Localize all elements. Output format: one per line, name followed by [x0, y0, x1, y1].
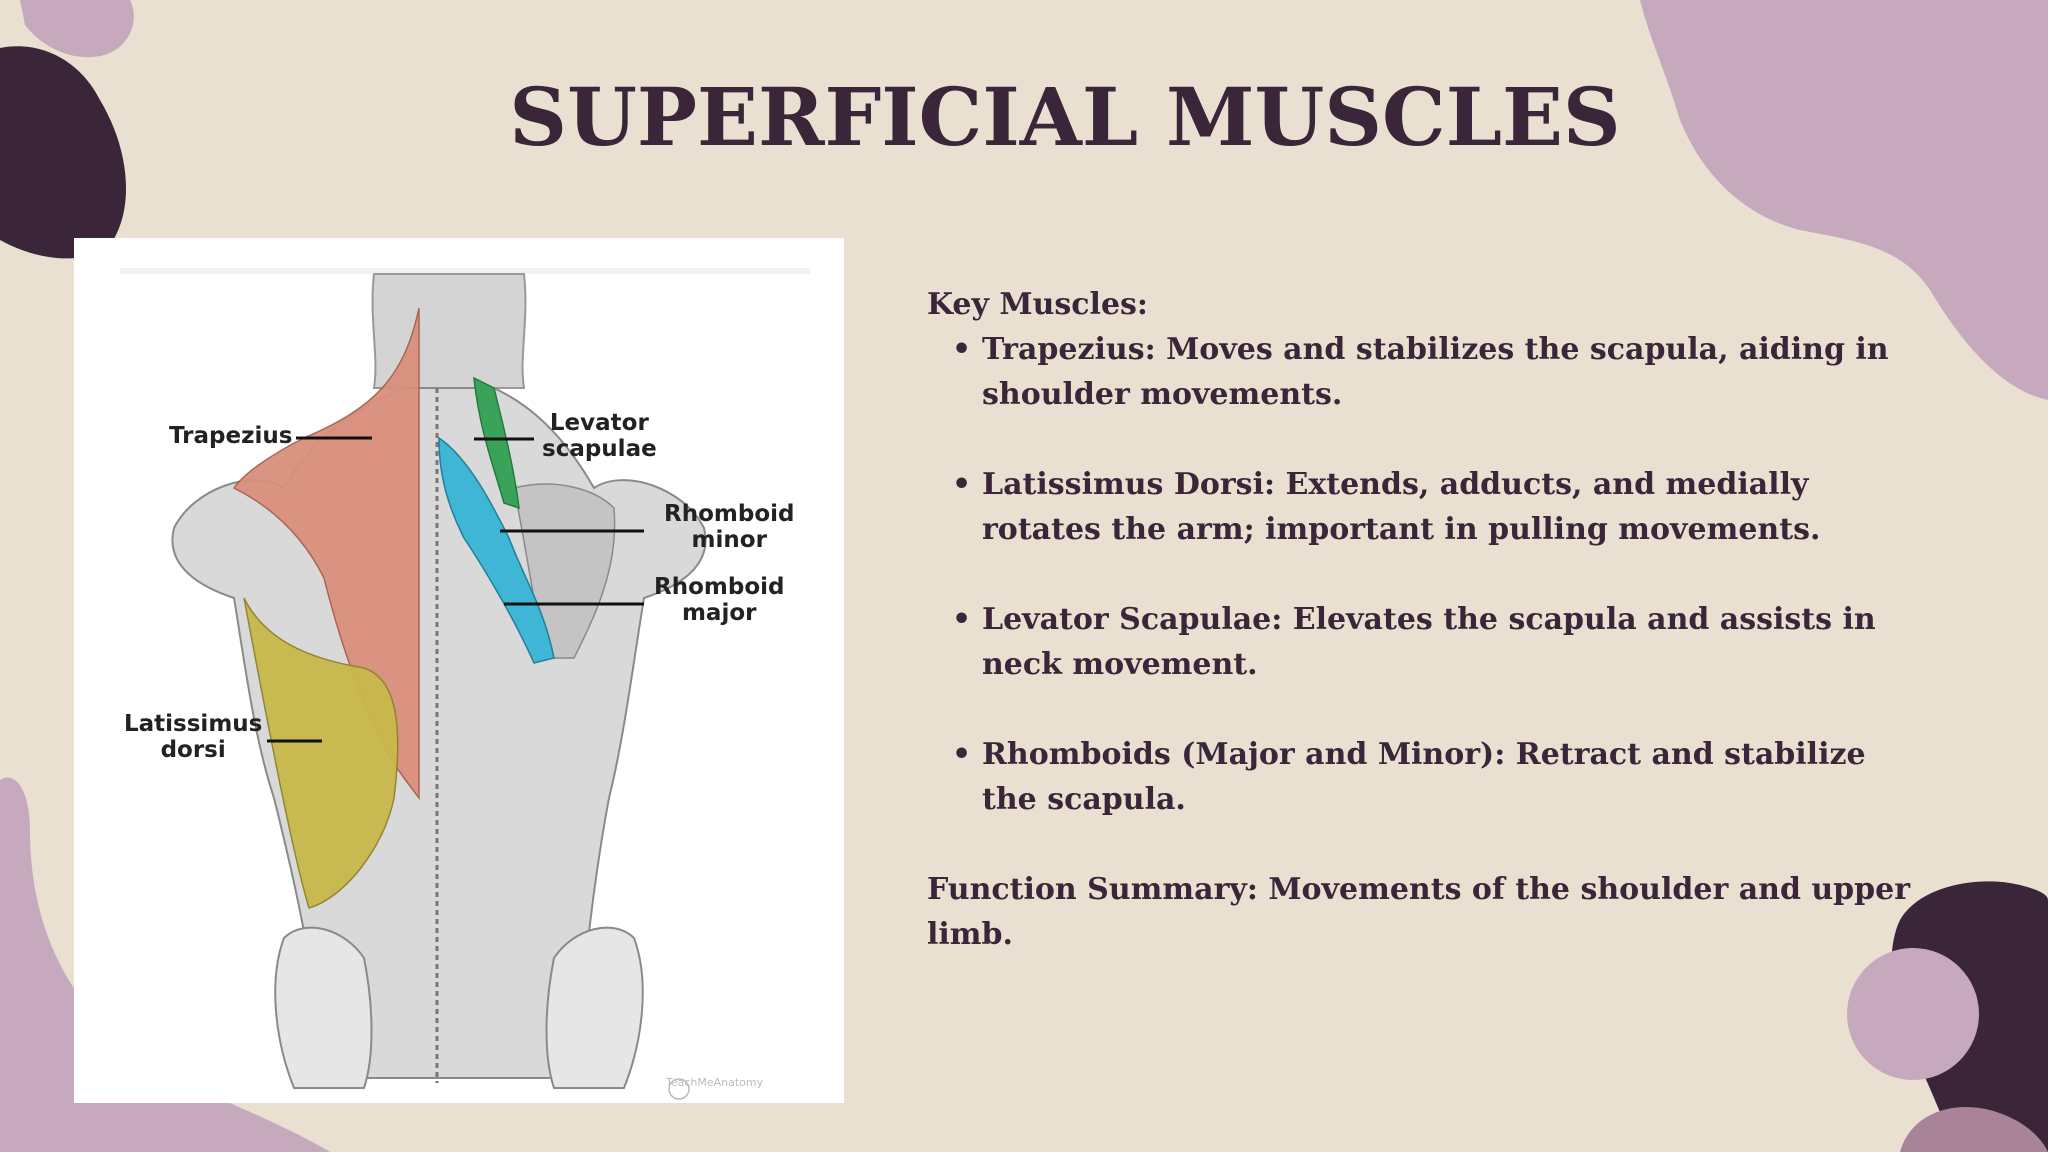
label-levator-scapulae: Levator scapulae: [542, 410, 657, 462]
figure-watermark: TeachMeAnatomy: [666, 1076, 764, 1089]
muscle-list: Trapezius: Moves and stabilizes the scap…: [927, 327, 1927, 822]
function-summary: Function Summary: Movements of the shoul…: [927, 872, 1911, 952]
pelvis-shape: [274, 926, 373, 1089]
top-left-mauve-blob: [20, 0, 134, 58]
label-rhomboid-major-line1: Rhomboid: [654, 574, 785, 600]
label-latissimus-line2: dorsi: [160, 737, 226, 763]
key-muscles-heading: Key Muscles:: [927, 287, 1149, 322]
label-rhomboid-minor: Rhomboid minor: [664, 501, 794, 553]
label-levator-line1: Levator: [549, 410, 649, 436]
list-item-levator-scapulae: Levator Scapulae: Elevates the scapula a…: [952, 597, 1927, 687]
slide-title: SUPERFICIAL MUSCLES: [509, 70, 1621, 164]
anatomy-figure: Trapezius Levator scapulae Rhomboid mino…: [74, 238, 844, 1103]
list-item-trapezius: Trapezius: Moves and stabilizes the scap…: [952, 327, 1927, 417]
label-latissimus-dorsi: Latissimus dorsi: [124, 711, 262, 763]
list-item-rhomboids: Rhomboids (Major and Minor): Retract and…: [952, 732, 1927, 822]
back-muscles-illustration: [120, 268, 810, 1100]
content-panel: Key Muscles: Trapezius: Moves and stabil…: [927, 282, 1927, 957]
rhomboid-muscles: [438, 436, 555, 664]
levator-scapulae-muscle: [473, 376, 520, 510]
latissimus-dorsi-muscle: [243, 597, 399, 909]
label-rhomboid-minor-line2: minor: [691, 527, 767, 553]
label-levator-line2: scapulae: [542, 436, 657, 462]
bottom-right-mauve-blob: [1900, 1106, 2048, 1152]
label-rhomboid-major-line2: major: [681, 600, 757, 626]
label-rhomboid-minor-line1: Rhomboid: [664, 501, 795, 527]
bottom-right-mauve-circle: [1847, 948, 1979, 1080]
label-rhomboid-major: Rhomboid major: [654, 574, 784, 626]
label-latissimus-line1: Latissimus: [124, 711, 263, 737]
list-item-latissimus-dorsi: Latissimus Dorsi: Extends, adducts, and …: [952, 462, 1927, 552]
label-trapezius: Trapezius: [169, 423, 293, 449]
